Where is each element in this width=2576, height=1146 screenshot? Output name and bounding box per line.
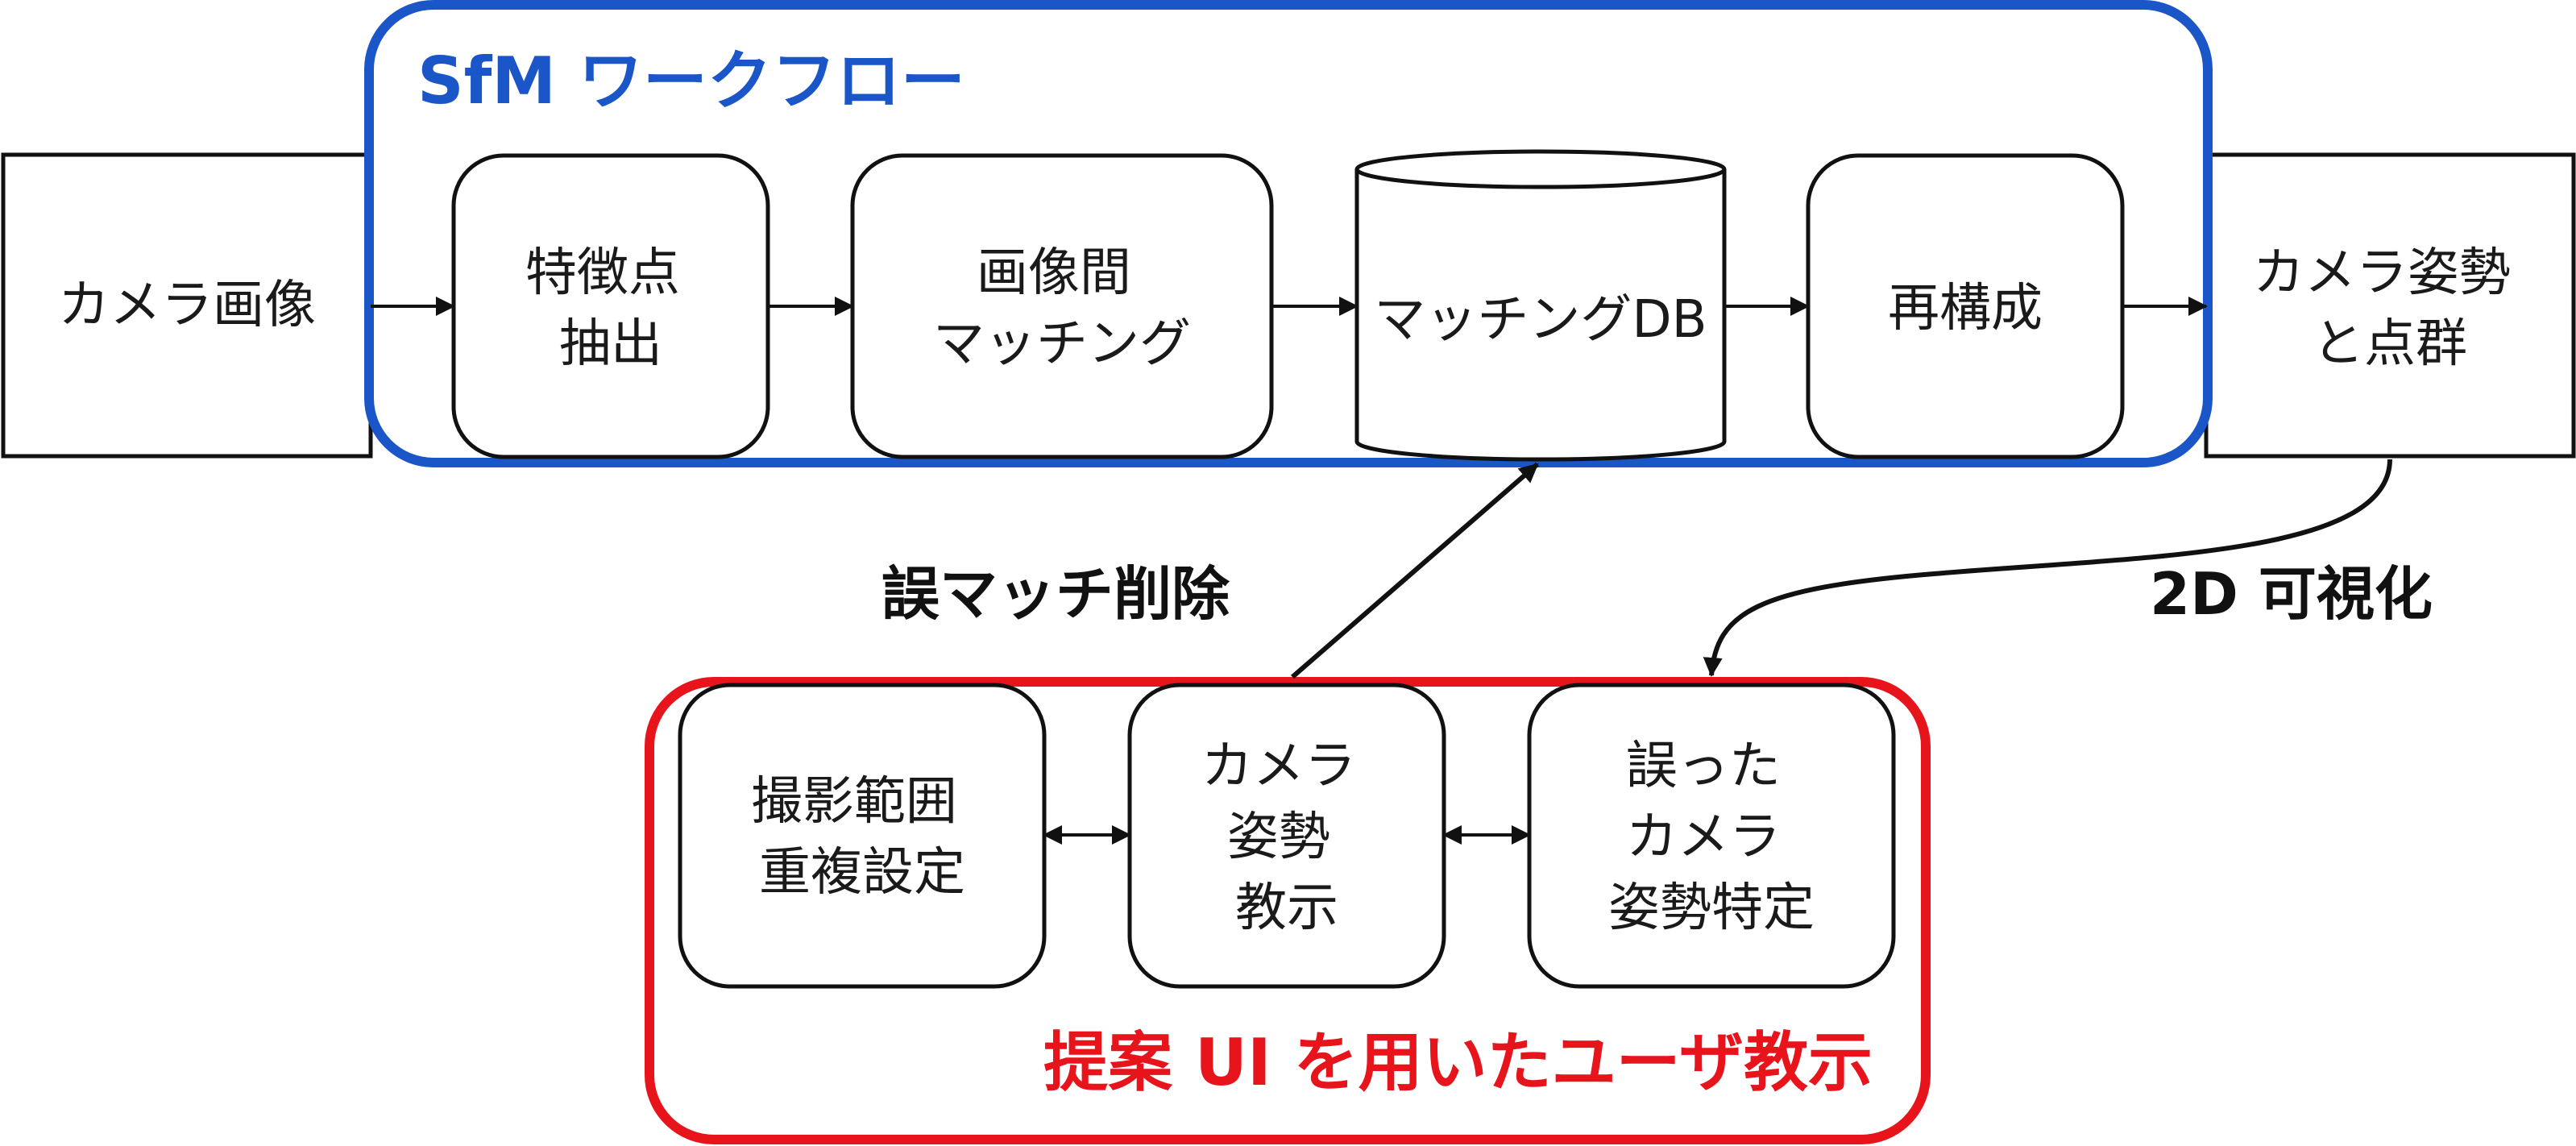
reconstruction-node: 再構成 (1806, 153, 2125, 459)
camera-pose-points-label-line1: カメラ姿勢 (2253, 243, 2511, 303)
image-matching-label-line2: マッチング (933, 314, 1191, 374)
sfm-workflow-title: SfM ワークフロー (417, 44, 965, 118)
camera-pose-teach-node: カメラ 姿勢 教示 (1127, 683, 1446, 989)
matching-db-node: マッチングDB (1354, 149, 1727, 462)
mismatch-removal-label: 誤マッチ削除 (881, 560, 1230, 628)
image-matching-label-line1: 画像間 (977, 243, 1131, 303)
proposal-ui-group: 提案 UI を用いたユーザ教示 (645, 677, 1931, 1144)
wrong-pose-label-line1: 誤った (1626, 737, 1781, 796)
image-matching-node: 画像間 マッチング (850, 153, 1274, 459)
wrong-pose-node: 誤った カメラ 姿勢特定 (1527, 683, 1896, 989)
svg-text:再構成: 再構成 (1888, 279, 2043, 338)
wrong-pose-label-line2: カメラ (1626, 808, 1781, 867)
svg-text:特徴点 抽出: 特徴点 抽出 (525, 243, 696, 374)
matching-db-label: マッチングDB (1374, 290, 1707, 350)
camera-pose-points-label-line2: と点群 (2313, 314, 2467, 374)
reconstruction-label: 再構成 (1888, 279, 2043, 338)
wrong-pose-label-line3: 姿勢特定 (1608, 878, 1815, 938)
shooting-range-label-line2: 重複設定 (759, 843, 965, 903)
proposal-ui-title: 提案 UI を用いたユーザ教示 (1043, 1025, 1873, 1100)
feature-points-label-line1: 特徴点 (525, 243, 680, 303)
arrow-teach-to-db (1291, 462, 1539, 679)
visualization-2d-label: 2D 可視化 (2150, 560, 2433, 628)
camera-images-label: カメラ画像 (58, 276, 316, 335)
shooting-range-node: 撮影範囲 重複設定 (678, 683, 1047, 989)
camera-pose-teach-label-line1: カメラ (1201, 737, 1356, 796)
svg-text:カメラ姿勢 と点群: カメラ姿勢 と点群 (2253, 243, 2527, 374)
feature-points-label-line2: 抽出 (559, 314, 662, 374)
arrow-output-to-wrong-pose (1703, 459, 2392, 677)
svg-text:撮影範囲 重複設定: 撮影範囲 重複設定 (751, 772, 973, 903)
camera-images-node: カメラ画像 (1, 152, 373, 459)
svg-text:マッチングDB: マッチングDB (1374, 290, 1707, 350)
svg-text:画像間 マッチング: 画像間 マッチング (933, 243, 1191, 374)
camera-pose-teach-label-line3: 教示 (1235, 878, 1338, 938)
sfm-workflow-group: SfM ワークフロー (364, 0, 2213, 467)
svg-text:カメラ画像: カメラ画像 (58, 276, 316, 335)
feature-points-node: 特徴点 抽出 (451, 153, 770, 459)
camera-pose-points-node: カメラ姿勢 と点群 (2204, 152, 2576, 459)
svg-text:カメラ 姿勢 教示: カメラ 姿勢 教示 (1201, 737, 1372, 938)
svg-text:誤った カメラ 姿勢特定: 誤った カメラ 姿勢特定 (1608, 737, 1815, 938)
camera-pose-teach-label-line2: 姿勢 (1227, 808, 1330, 867)
shooting-range-label-line1: 撮影範囲 (751, 772, 957, 832)
